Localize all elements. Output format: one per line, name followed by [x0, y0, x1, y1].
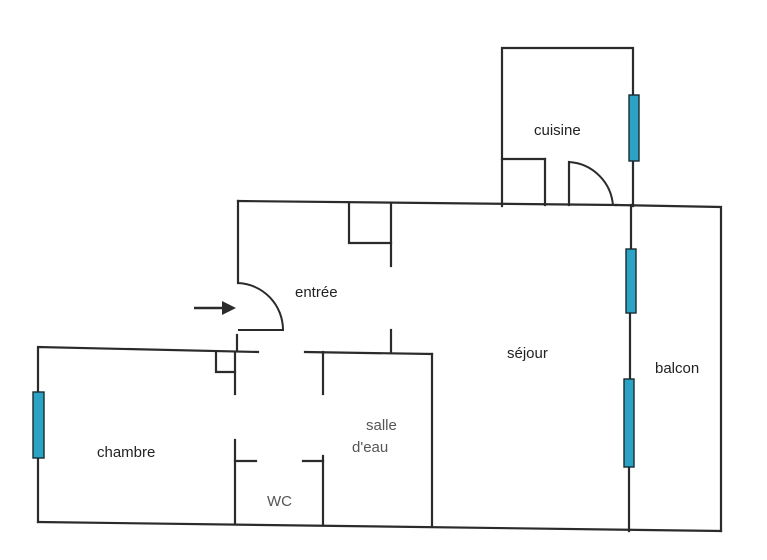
- interior-walls: [214, 157, 633, 533]
- label-chambre: chambre: [97, 444, 155, 461]
- window-sejour-lower: [623, 378, 635, 468]
- entrance-door: [237, 282, 285, 331]
- room-labels: cuisine entrée séjour balcon salle d'eau…: [97, 122, 699, 510]
- label-cuisine: cuisine: [534, 122, 581, 139]
- doors: [237, 161, 614, 331]
- kitchen-door: [568, 161, 614, 207]
- entry-arrow-icon: [194, 301, 236, 315]
- label-salle-line1: salle: [366, 417, 397, 434]
- chambre-walls: [36, 345, 260, 524]
- window-sejour-upper: [625, 248, 637, 314]
- bottom-wall: [36, 520, 723, 533]
- entree-closet: [347, 201, 393, 245]
- label-sejour: séjour: [507, 345, 548, 362]
- outer-walls: [36, 46, 723, 533]
- chambre-closet: [214, 350, 237, 374]
- label-salle-line2: d'eau: [352, 439, 388, 456]
- balcony-walls: [614, 203, 723, 533]
- salle-top-wall: [303, 350, 434, 356]
- label-entree: entrée: [295, 284, 338, 301]
- top-wall: [236, 199, 618, 207]
- label-wc: WC: [267, 493, 292, 510]
- window-chambre: [32, 391, 45, 459]
- window-kitchen: [628, 94, 640, 162]
- label-balcon: balcon: [655, 360, 699, 377]
- windows: [32, 94, 640, 468]
